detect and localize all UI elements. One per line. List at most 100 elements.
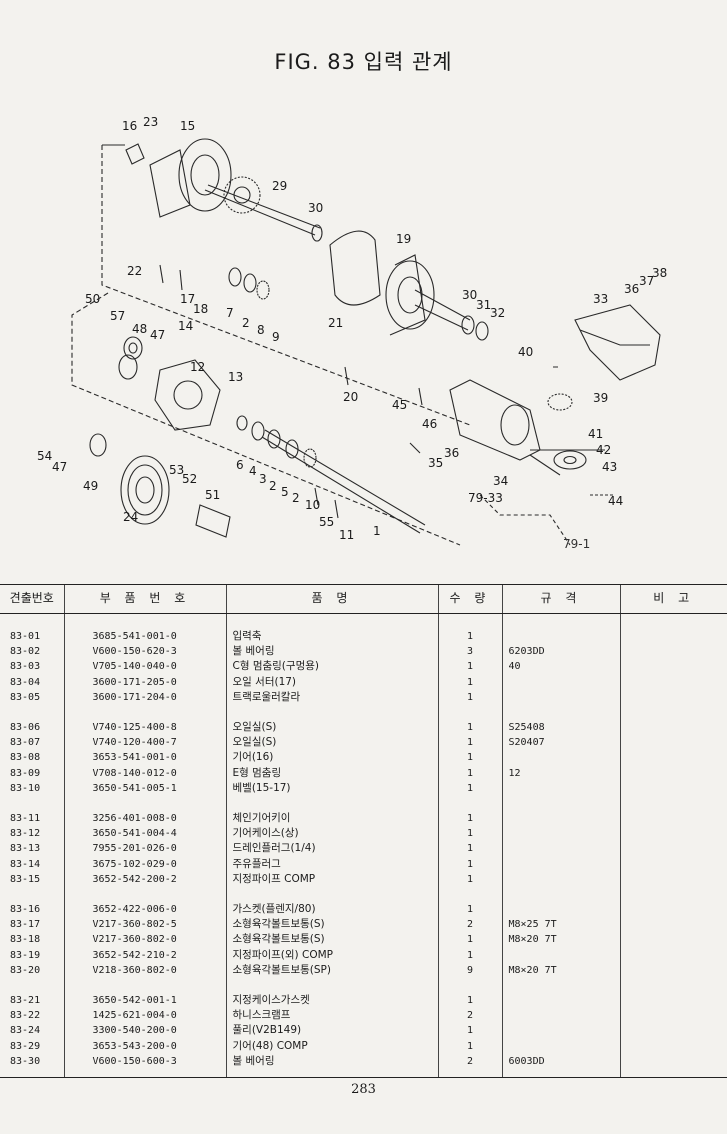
spacer-cell	[619, 705, 727, 721]
cell-part-name: 지정파이프(외) COMP	[225, 947, 438, 963]
cell-index: 83-02	[10, 646, 41, 658]
cell-part-number: 3650-541-004-4	[63, 826, 226, 842]
callout: 9	[272, 330, 280, 344]
spacer-cell	[0, 1069, 64, 1079]
callout: 14	[178, 319, 193, 333]
cell-index: 83-19	[10, 949, 41, 961]
cell-spec	[501, 871, 620, 888]
spacer-cell	[501, 796, 620, 812]
table-spacer-row	[0, 705, 727, 721]
cell-quantity: 2	[437, 1053, 502, 1070]
cell-quantity: 1	[437, 674, 502, 690]
cell-spec: S20407	[501, 735, 620, 751]
cell-spec	[501, 674, 620, 690]
callout: 39	[593, 391, 608, 405]
page-number: 283	[351, 1082, 376, 1097]
cell-part-number: V740-120-400-7	[63, 735, 226, 751]
cell-index: 83-06	[10, 722, 41, 734]
cell-part-number: V218-360-802-0	[63, 962, 226, 979]
cell-index: 83-14	[10, 858, 41, 870]
callout: 4	[249, 464, 257, 478]
cell-quantity: 2	[437, 1008, 502, 1024]
cell-quantity: 1	[437, 932, 502, 948]
callout: 46	[422, 417, 437, 431]
cell-part-number: V705-140-040-0	[63, 659, 226, 675]
callout: 19	[396, 232, 411, 246]
cell-index: 83-22	[10, 1010, 41, 1022]
cell-part-name: 오일실(S)	[225, 735, 438, 751]
callout: 47	[150, 328, 165, 342]
cell-part-name: C형 멈춤링(구멍용)	[225, 659, 438, 675]
spacer-cell	[0, 978, 64, 993]
callout: 37	[639, 274, 654, 288]
cell-remarks	[619, 932, 727, 948]
callout-labels: 16 23 15 29 30 19 22 17 18 7 2 8 9 21 30…	[37, 115, 667, 551]
cell-index: 83-10	[10, 782, 41, 794]
cell-part-number: V600-150-600-3	[63, 1053, 226, 1070]
cell-quantity: 9	[437, 962, 502, 979]
cell-index: 83-17	[10, 919, 41, 931]
cell-part-name: 하니스크램프	[225, 1008, 438, 1024]
callout: 8	[257, 323, 265, 337]
spacer-cell	[501, 887, 620, 903]
cell-spec: M8×20 7T	[501, 932, 620, 948]
cell-part-name: 오일 서터(17)	[225, 674, 438, 690]
table-spacer-row	[0, 978, 727, 994]
cell-spec	[501, 947, 620, 963]
cell-remarks	[619, 1023, 727, 1039]
callout: 17	[180, 292, 195, 306]
cell-quantity: 1	[437, 993, 502, 1009]
spacer-cell	[225, 705, 438, 721]
spacer-cell	[0, 887, 64, 902]
cell-part-name: 기어(48) COMP	[225, 1038, 438, 1054]
cell-remarks	[619, 1053, 727, 1070]
callout: 15	[180, 119, 195, 133]
callout: 36	[624, 282, 639, 296]
spacer-cell	[501, 1069, 620, 1079]
cell-index: 83-04	[10, 676, 41, 688]
spacer-cell	[225, 1069, 438, 1079]
spacer-cell	[63, 887, 226, 903]
cell-quantity: 1	[437, 1038, 502, 1054]
cell-remarks	[619, 947, 727, 963]
cell-remarks	[619, 962, 727, 979]
header-part-name: 품 명	[225, 584, 438, 614]
spacer-cell	[437, 1069, 502, 1079]
cell-quantity: 1	[437, 629, 502, 645]
cell-part-number: V217-360-802-0	[63, 932, 226, 948]
cell-remarks	[619, 902, 727, 918]
spacer-cell	[63, 1069, 226, 1079]
spacer-cell	[501, 705, 620, 721]
cell-part-name: 주유플러그	[225, 856, 438, 872]
cell-part-name: 소형육각볼트보통(S)	[225, 932, 438, 948]
table-spacer-row	[0, 1069, 727, 1079]
cell-spec: 6203DD	[501, 644, 620, 660]
callout: 13	[228, 370, 243, 384]
cell-part-number: V600-150-620-3	[63, 644, 226, 660]
cell-quantity: 1	[437, 780, 502, 797]
cell-quantity: 1	[437, 720, 502, 736]
callout: 12	[190, 360, 205, 374]
cell-quantity: 1	[437, 947, 502, 963]
callout: 49	[83, 479, 98, 493]
callout: 21	[328, 316, 343, 330]
callout: 23	[143, 115, 158, 129]
callout: 44	[608, 494, 623, 508]
callout: 34	[493, 474, 508, 488]
cell-part-name: 체인기어키이	[225, 811, 438, 827]
cell-part-name: 입력축	[225, 629, 438, 645]
spacer-cell	[619, 796, 727, 812]
cell-index: 83-21	[10, 995, 41, 1007]
cell-quantity: 1	[437, 871, 502, 888]
callout: 30	[462, 288, 477, 302]
cell-spec: 12	[501, 765, 620, 781]
